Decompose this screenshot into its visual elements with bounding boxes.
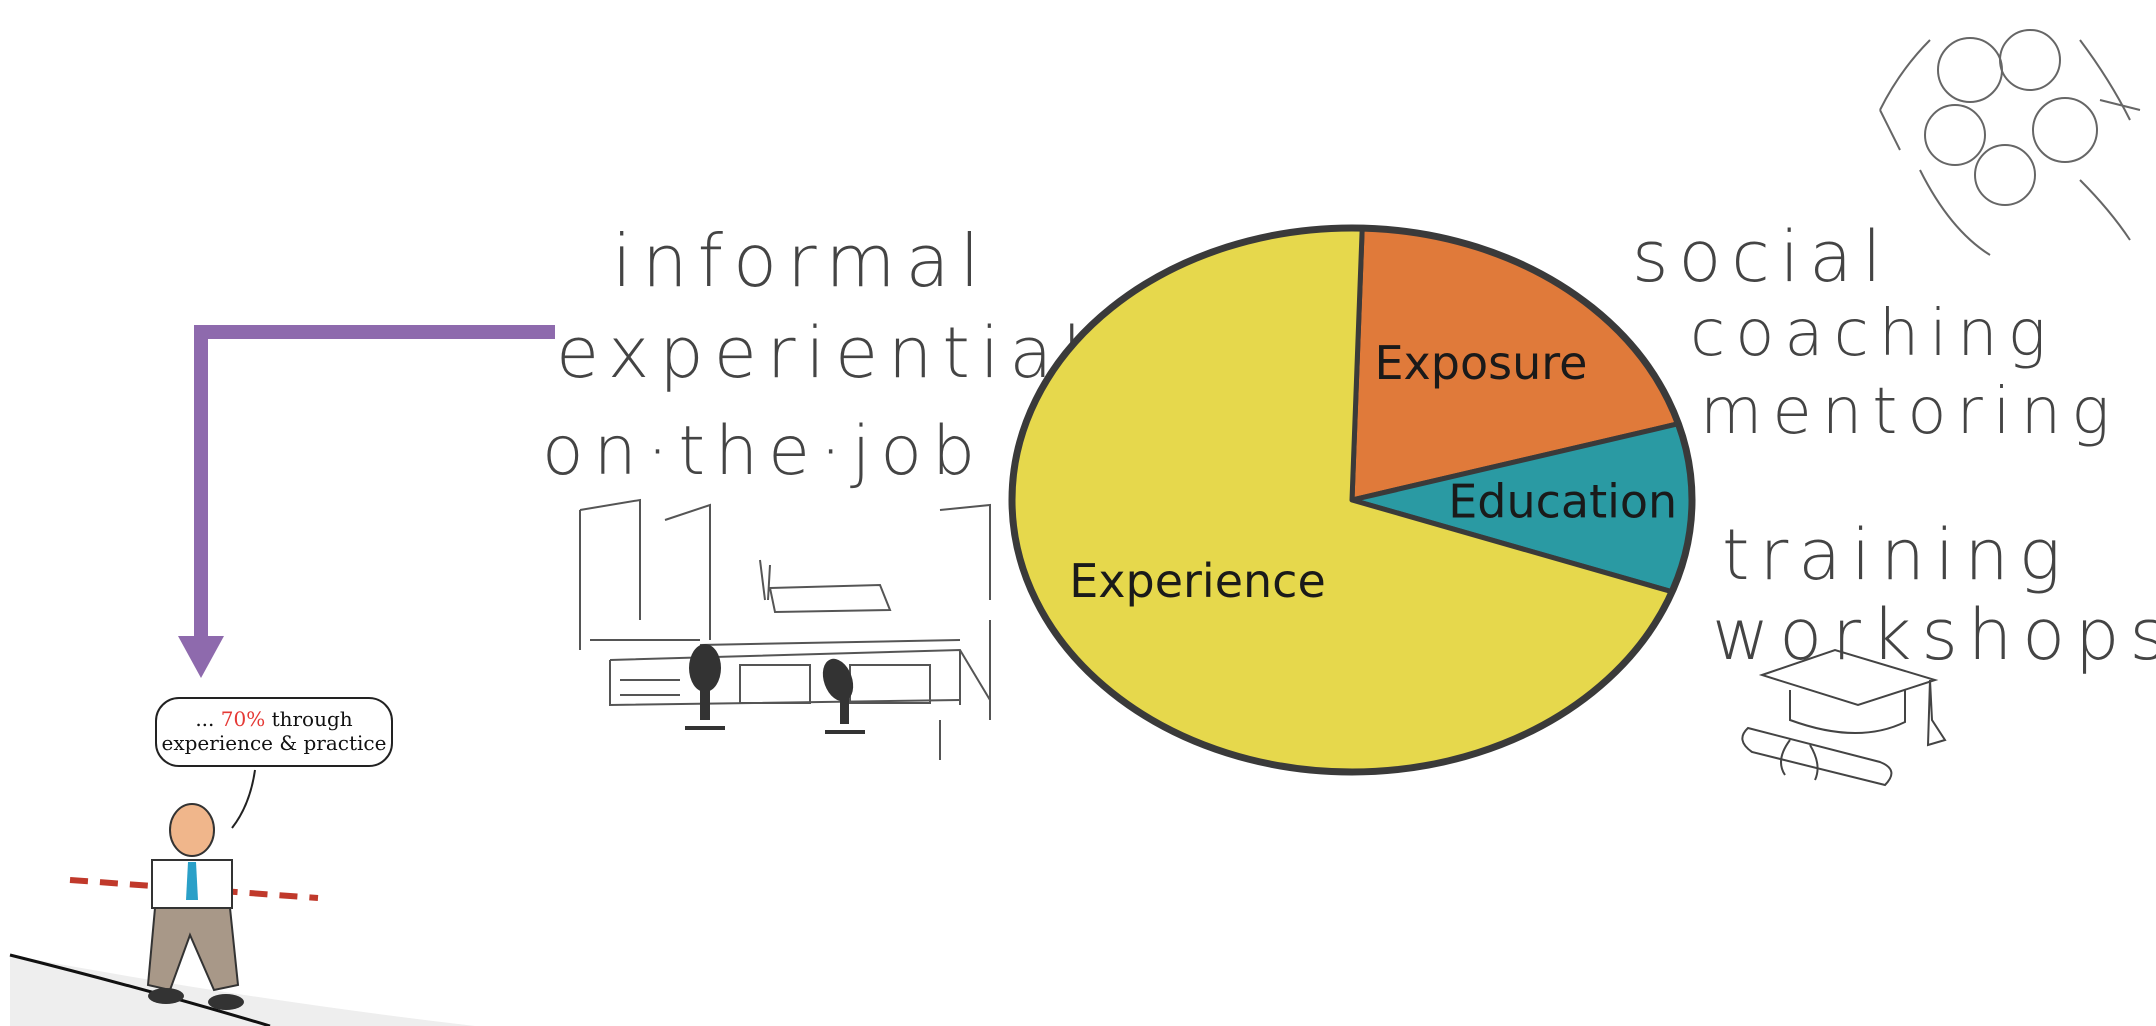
diploma-icon [1741,726,1893,787]
balance-pole [69,877,319,901]
walker-shirt [151,859,233,909]
label-informal: informal [612,219,990,303]
callout-line1-rest: through [265,707,353,731]
pie-label-exposure: Exposure [1374,336,1587,390]
pie-slice-experience [1009,225,1675,775]
tightrope-walker-cartoon [69,769,319,1010]
pie-slice-exposure [1349,225,1681,503]
arrow-line [194,325,555,642]
walker-head [169,803,215,857]
walker-tie [186,862,198,900]
walker-shoe-left [148,988,184,1004]
callout-highlight: 70% [220,707,266,731]
walker-shoe-right [208,994,244,1010]
label-experiential: experiential [556,312,1092,394]
label-training: training [1722,514,2071,596]
speech-bubble: ... 70% through experience & practice [155,697,393,767]
office-chair-icon [685,644,865,734]
label-workshops: workshops [1712,594,2156,676]
walker-trousers [146,907,240,992]
ground-slope [9,953,475,1026]
label-mentoring: mentoring [1700,375,2120,449]
label-on-the-job: on·the·job [542,412,986,491]
label-coaching: coaching [1690,297,2057,371]
arrow [178,325,555,678]
pie-outline [1008,224,1696,776]
arrow-head [178,636,224,678]
pie-label-experience: Experience [1069,554,1326,608]
callout-prefix: ... [195,707,221,731]
callout-line2: experience & practice [161,731,387,755]
office-sketch [579,498,991,760]
people-circle-sketch [1879,29,2141,256]
label-social: social [1632,216,1892,298]
bubble-tail [231,769,256,829]
pie-slice-education [1349,421,1695,595]
pie-label-education: Education [1448,475,1677,529]
